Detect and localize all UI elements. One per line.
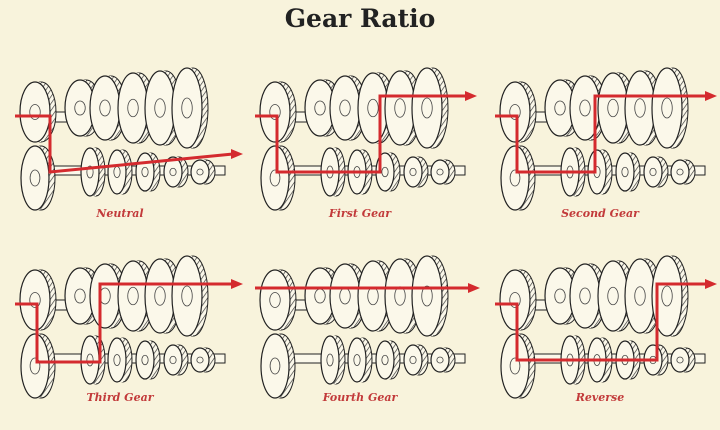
gear-panel-2: Second Gear — [495, 67, 717, 220]
gear-label: Fourth Gear — [322, 391, 399, 404]
countershaft-gears — [500, 145, 696, 211]
gear-label: First Gear — [328, 207, 392, 220]
power-flow-line — [495, 282, 707, 362]
mainshaft-gears — [499, 67, 689, 149]
arrow-head-icon — [465, 91, 477, 101]
gear-label: Second Gear — [561, 207, 640, 220]
gear-panel-3: Third Gear — [15, 255, 243, 404]
gear-panel-0: Neutral — [15, 67, 243, 220]
mainshaft-gears — [19, 67, 209, 149]
mainshaft-gears — [19, 255, 209, 337]
arrow-head-icon — [231, 149, 243, 159]
power-flow-line — [495, 94, 707, 174]
countershaft-gears — [20, 145, 216, 211]
gear-label: Third Gear — [87, 391, 155, 404]
arrow-head-icon — [468, 283, 480, 293]
power-flow-line — [15, 282, 233, 364]
countershaft-gears — [500, 333, 696, 399]
gear-label: Reverse — [575, 391, 625, 404]
mainshaft-gears — [259, 255, 449, 337]
gear-panel-1: First Gear — [255, 67, 477, 220]
mainshaft-gears — [259, 67, 449, 149]
arrow-head-icon — [705, 279, 717, 289]
countershaft-gears — [260, 145, 456, 211]
gear-panel-4: Fourth Gear — [255, 255, 480, 404]
countershaft-gears — [260, 333, 456, 399]
power-flow-line — [15, 114, 234, 174]
countershaft-gears — [20, 333, 216, 399]
power-flow-line — [255, 94, 467, 174]
gear-panel-5: Reverse — [495, 255, 717, 404]
mainshaft-gears — [499, 255, 689, 337]
gear-label: Neutral — [95, 207, 143, 220]
diagram-title: Gear Ratio — [284, 4, 436, 33]
arrow-head-icon — [705, 91, 717, 101]
arrow-head-icon — [231, 279, 243, 289]
